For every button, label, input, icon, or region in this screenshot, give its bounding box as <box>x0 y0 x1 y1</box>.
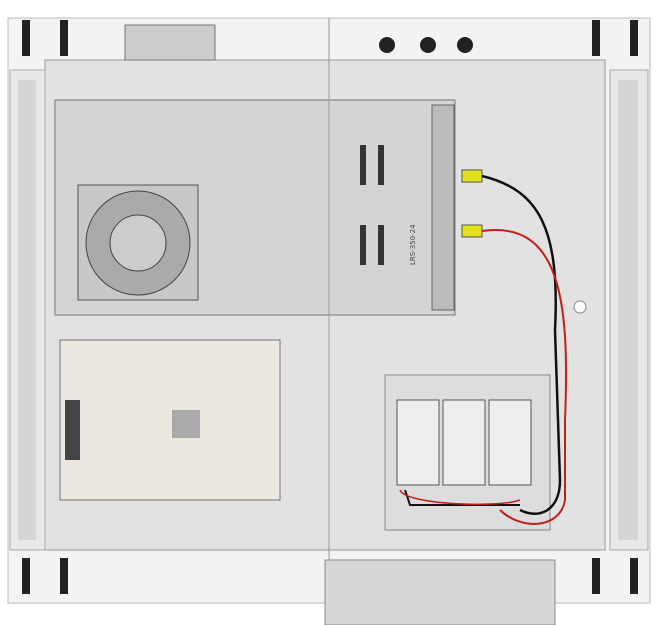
corner-brackets <box>22 20 638 594</box>
buck-converters <box>384 374 551 531</box>
controller-board <box>59 339 281 501</box>
wire-red <box>481 228 568 525</box>
top-jacks <box>124 24 473 61</box>
wire-red <box>399 489 521 506</box>
wire-black <box>481 174 562 515</box>
psu-connector <box>461 224 483 238</box>
power-supply: LRS-350-24 <box>54 99 456 316</box>
fan <box>77 184 199 301</box>
bottom-module <box>324 559 556 625</box>
psu-label: LRS-350-24 <box>409 224 417 265</box>
mount-hole <box>573 300 587 314</box>
psu-connector <box>461 169 483 183</box>
left-rail <box>9 69 46 551</box>
right-rail <box>609 69 649 551</box>
